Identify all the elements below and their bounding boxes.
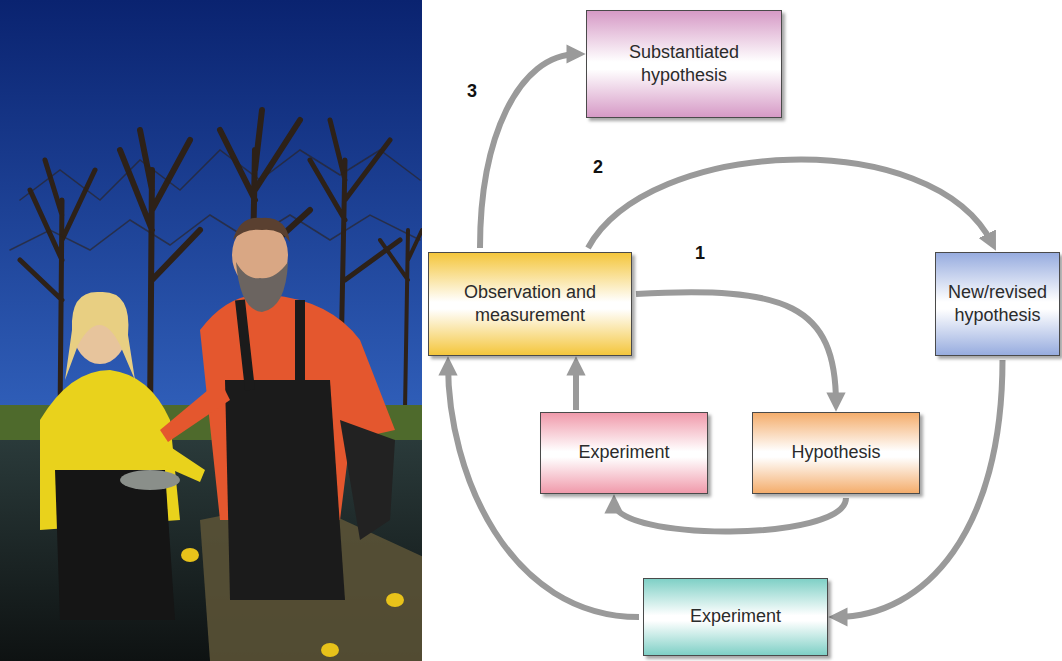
experiment-box: Experiment [643, 578, 828, 656]
cycle-arrow [614, 498, 846, 532]
cycle-arrow [480, 54, 578, 248]
hypothesis-box: Hypothesis [752, 412, 920, 494]
hypothesis-box: New/revised hypothesis [935, 252, 1060, 356]
result-box: Substantiated hypothesis [586, 10, 782, 118]
step-number: 3 [465, 82, 479, 102]
node-label: Observation and measurement [441, 281, 619, 328]
step-number: 2 [591, 158, 605, 178]
woman-figure [40, 292, 205, 620]
cycle-arrow [573, 364, 579, 410]
node-label: Experiment [578, 441, 669, 464]
observation-box: Observation and measurement [428, 252, 632, 356]
cycle-arrow [636, 292, 836, 404]
node-label: New/revised hypothesis [948, 281, 1047, 328]
field-photo [0, 0, 422, 661]
step-number: 1 [693, 244, 707, 264]
cycle-arrow [588, 160, 993, 248]
node-label: Experiment [690, 605, 781, 628]
man-figure [160, 218, 395, 600]
node-label: Hypothesis [791, 441, 880, 464]
experiment-box: Experiment [540, 412, 708, 494]
node-label: Substantiated hypothesis [599, 41, 769, 88]
